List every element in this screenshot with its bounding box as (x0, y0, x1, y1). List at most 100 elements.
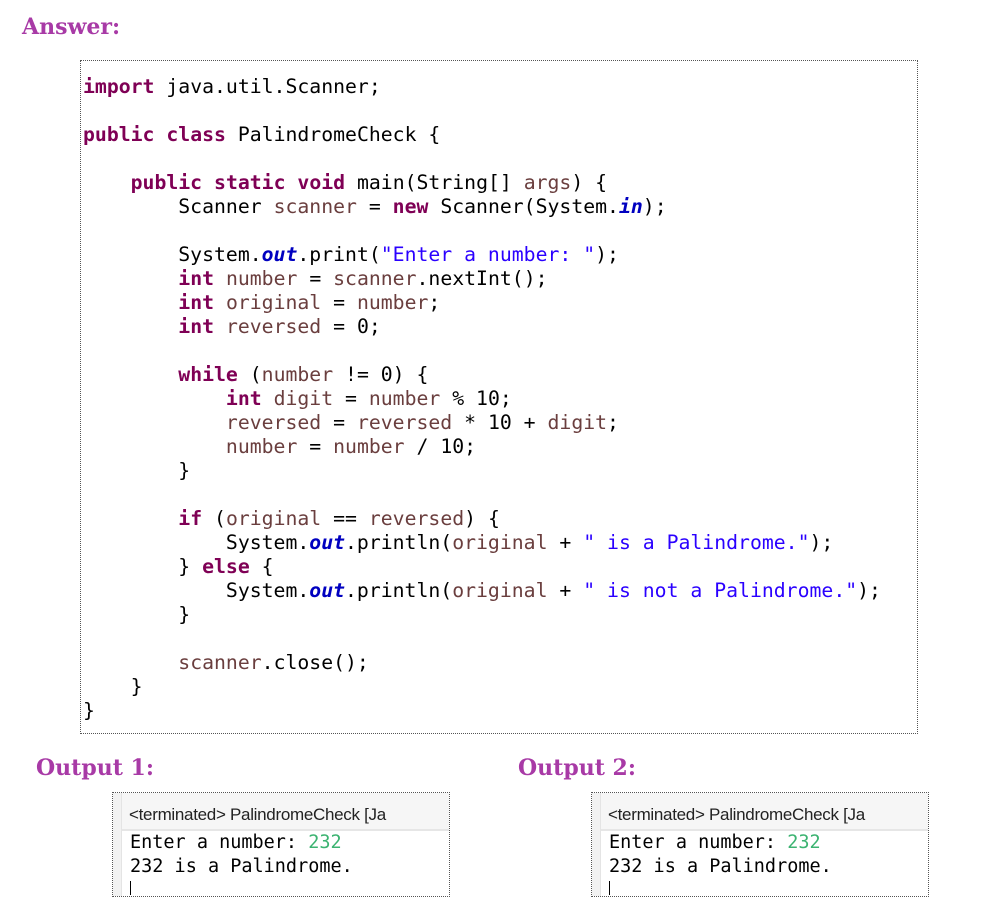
code-line: } (81, 603, 917, 627)
code-keyword: void (297, 171, 346, 194)
text-cursor (609, 881, 610, 895)
code-keyword: if (178, 507, 203, 530)
code-text: System. (83, 243, 262, 266)
code-text: = (297, 267, 334, 290)
text-cursor (130, 881, 131, 895)
code-text: } (83, 675, 143, 698)
console-header: <terminated> PalindromeCheck [Ja (601, 793, 928, 831)
code-text: PalindromeCheck { (225, 123, 441, 146)
code-variable: reversed (356, 411, 453, 434)
code-text: == (321, 507, 369, 530)
code-line: import java.util.Scanner; (81, 75, 917, 99)
code-variable: original (225, 291, 322, 314)
code-variable: reversed (225, 411, 322, 434)
code-line: int number = scanner.nextInt(); (81, 267, 917, 291)
answer-heading: Answer: (22, 14, 121, 40)
code-line: int digit = number % 10; (81, 387, 917, 411)
code-field: out (309, 531, 346, 554)
code-variable: original (452, 531, 548, 554)
code-line: } else { (81, 555, 917, 579)
code-string: " is a Palindrome." (583, 531, 810, 554)
code-field: in (618, 195, 643, 218)
code-variable: original (225, 507, 322, 530)
code-keyword: new (392, 195, 429, 218)
code-keyword: int (178, 315, 215, 338)
code-text: * 10 + (452, 411, 548, 434)
code-text (83, 315, 178, 338)
code-keyword: public (130, 171, 203, 194)
code-text: % 10; (440, 387, 512, 410)
code-keyword: int (178, 291, 215, 314)
code-keyword: else (202, 555, 250, 578)
code-variable: number (356, 291, 429, 314)
code-text: = (297, 435, 334, 458)
code-variable: scanner (273, 195, 357, 218)
code-text: + (547, 531, 584, 554)
code-variable: number (333, 435, 405, 458)
code-text: + (547, 579, 584, 602)
code-line (81, 219, 917, 243)
code-text: .nextInt(); (416, 267, 548, 290)
code-text: ); (642, 195, 667, 218)
console-result: 232 is a Palindrome. (609, 856, 832, 877)
code-text: ( (202, 507, 226, 530)
code-line: scanner.close(); (81, 651, 917, 675)
code-text (83, 363, 178, 386)
code-line: public class PalindromeCheck { (81, 123, 917, 147)
code-field: out (261, 243, 298, 266)
code-block: import java.util.Scanner; public class Pa… (80, 60, 918, 734)
code-line: int reversed = 0; (81, 315, 917, 339)
console-gutter (113, 793, 122, 896)
code-variable: original (452, 579, 548, 602)
code-line: } (81, 699, 917, 723)
code-text (83, 435, 226, 458)
code-keyword: class (166, 123, 226, 146)
code-text: .println( (345, 531, 453, 554)
code-variable: number (261, 363, 334, 386)
code-text: java.util.Scanner; (154, 75, 381, 98)
code-text (83, 411, 226, 434)
code-line (81, 147, 917, 171)
console-input: 232 (308, 832, 342, 853)
code-text (83, 171, 131, 194)
code-text: ); (809, 531, 834, 554)
code-line (81, 99, 917, 123)
code-variable: digit (547, 411, 608, 434)
code-variable: digit (273, 387, 334, 410)
code-text: System. (83, 579, 310, 602)
code-keyword: while (178, 363, 238, 386)
code-variable: args (523, 171, 572, 194)
code-string: " is not a Palindrome." (583, 579, 858, 602)
code-keyword: import (83, 75, 155, 98)
console-header: <terminated> PalindromeCheck [Ja (122, 793, 449, 831)
code-line: if (original == reversed) { (81, 507, 917, 531)
code-text: System. (83, 531, 310, 554)
code-line: reversed = reversed * 10 + digit; (81, 411, 917, 435)
code-variable: reversed (368, 507, 465, 530)
code-line: public static void main(String[] args) { (81, 171, 917, 195)
code-variable: scanner (178, 651, 262, 674)
code-text (214, 315, 226, 338)
code-text (83, 651, 178, 674)
code-variable: reversed (225, 315, 322, 338)
code-text: Scanner (83, 195, 274, 218)
code-line: System.out.print("Enter a number: "); (81, 243, 917, 267)
code-text: = (321, 291, 357, 314)
code-text: / 10; (404, 435, 477, 458)
console-prompt: Enter a number: (609, 832, 788, 853)
code-keyword: public (83, 123, 155, 146)
code-line: } (81, 459, 917, 483)
code-text: } (83, 555, 203, 578)
code-text: = 0; (321, 315, 381, 338)
console-output-2: <terminated> PalindromeCheck [Ja Enter a… (591, 792, 929, 897)
code-text: ) { (464, 507, 500, 530)
code-text (154, 123, 166, 146)
code-line: number = number / 10; (81, 435, 917, 459)
code-text: } (83, 603, 191, 626)
code-text (262, 387, 274, 410)
code-text: = (333, 387, 369, 410)
code-variable: number (225, 267, 298, 290)
code-text (214, 291, 226, 314)
code-text: ); (857, 579, 881, 602)
code-text: Scanner(System. (428, 195, 619, 218)
